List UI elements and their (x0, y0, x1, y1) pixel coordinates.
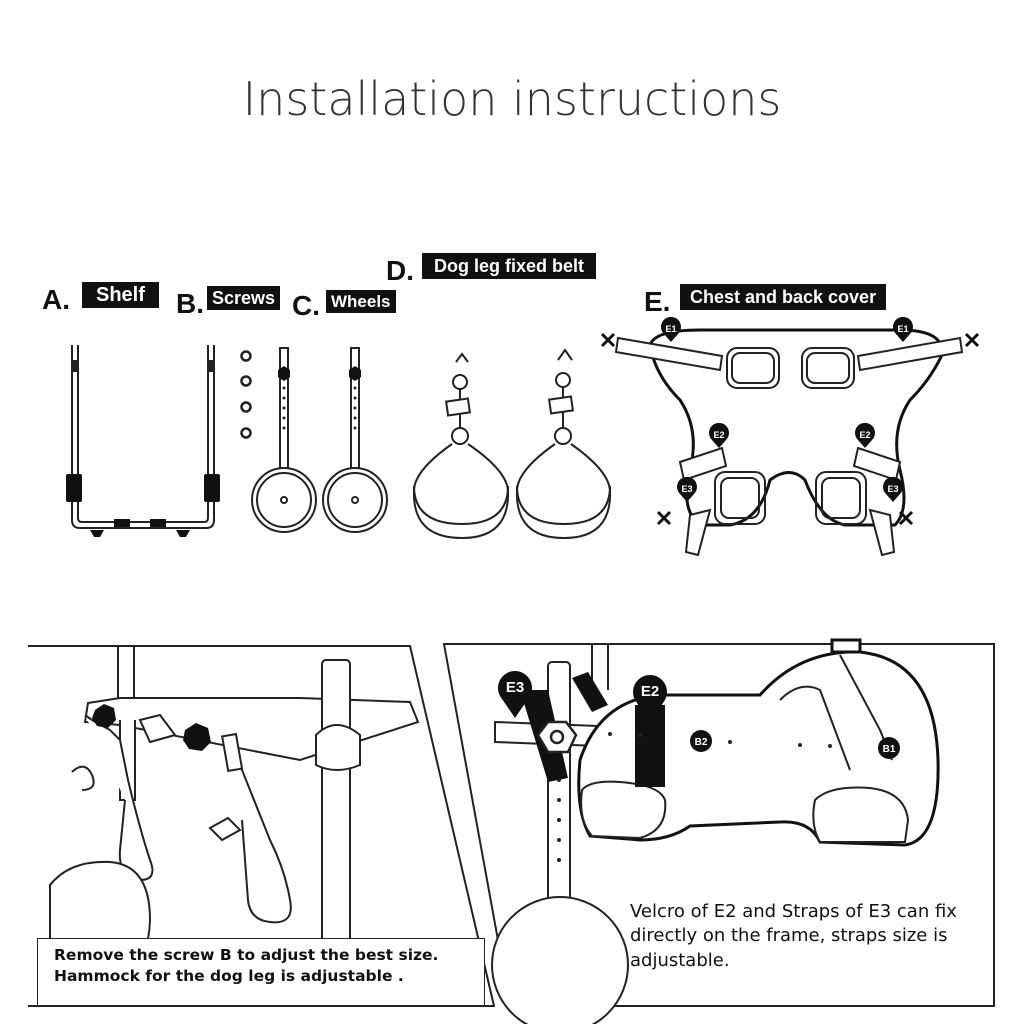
marker-e2-left (709, 422, 729, 448)
shelf-joint-1 (114, 519, 130, 527)
marker-e1-right (893, 316, 913, 342)
shelf-clamp-right (204, 474, 220, 502)
part-d-letter: D. (386, 255, 414, 286)
cover-windows (714, 347, 867, 525)
wheel-left-knob (278, 366, 290, 381)
frame-closeup-left (49, 645, 420, 1001)
marker-e2-panel-text: E2 (641, 683, 659, 700)
caption-right-line2: directly on the frame, straps size is (630, 925, 948, 947)
part-a-letter: A. (42, 284, 70, 315)
marker-e3-panel (498, 671, 532, 718)
frame-knob-right (536, 720, 578, 754)
caption-left: Remove the screw B to adjust the best si… (37, 938, 485, 1006)
marker-e3-left (676, 476, 697, 502)
caption-left-line2: Hammock for the dog leg is adjustable . (54, 966, 404, 985)
marker-e1-right-text: E1 (897, 324, 908, 334)
shelf-knob-right (176, 530, 190, 537)
caption-right-line1: Velcro of E2 and Straps of E3 can fix (630, 901, 957, 922)
marker-e1-left-text: E1 (665, 324, 676, 334)
page-title: Installation instructions (242, 72, 782, 126)
marker-e2-panel (633, 675, 667, 722)
bottom-right-panel (442, 643, 995, 1007)
belt-loops-left (71, 765, 242, 842)
leg-belt-right (515, 348, 612, 540)
marker-e3-right-text: E3 (887, 484, 898, 494)
part-d-label: Dog leg fixed belt (422, 253, 597, 279)
marker-e1-left (661, 316, 681, 342)
wheel-left-holes (282, 386, 286, 430)
wheel-right-knob (349, 366, 361, 381)
part-b-letter: B. (176, 288, 204, 319)
marker-b1-text: B1 (883, 744, 896, 755)
frame-holes-right (557, 732, 832, 862)
shelf-frame (71, 345, 215, 529)
shelf-sleeve-left (71, 360, 79, 372)
shelf-joint-2 (150, 519, 166, 527)
part-b-label: Screws (207, 286, 281, 310)
marker-b1-dot (878, 737, 900, 759)
part-a-label: Shelf (82, 282, 159, 308)
caption-right-line3: adjustable. (630, 949, 730, 971)
marker-e3-panel-text: E3 (506, 679, 524, 696)
shelf-sleeve-right (207, 360, 215, 372)
cover-straps (614, 336, 964, 557)
marker-e3-left-text: E3 (681, 484, 692, 494)
leg-belt-left (412, 352, 510, 540)
marker-e2-right-text: E2 (859, 430, 870, 440)
cover-strap-ends (600, 332, 980, 526)
knob-left-closeup (92, 704, 211, 751)
marker-b2-text: B2 (695, 737, 708, 748)
part-e-label: Chest and back cover (680, 284, 887, 310)
shelf-clamp-left (66, 474, 82, 502)
part-c-label: Wheels (326, 290, 396, 313)
marker-e2-right (854, 422, 876, 448)
marker-b2-dot (690, 730, 712, 752)
shelf-knob-left (90, 530, 104, 537)
harness-inner-lines (580, 654, 910, 843)
wheel-right-holes (353, 386, 357, 430)
screw-nuts (240, 350, 252, 439)
marker-e3-right (883, 476, 903, 502)
caption-right: Velcro of E2 and Straps of E3 can fix di… (630, 900, 990, 973)
caption-left-line1: Remove the screw B to adjust the best si… (54, 946, 439, 964)
part-e-letter: E. (644, 286, 671, 317)
marker-e2-left-text: E2 (713, 430, 724, 440)
bottom-left-panel (28, 645, 496, 1007)
part-c-letter: C. (292, 290, 320, 321)
